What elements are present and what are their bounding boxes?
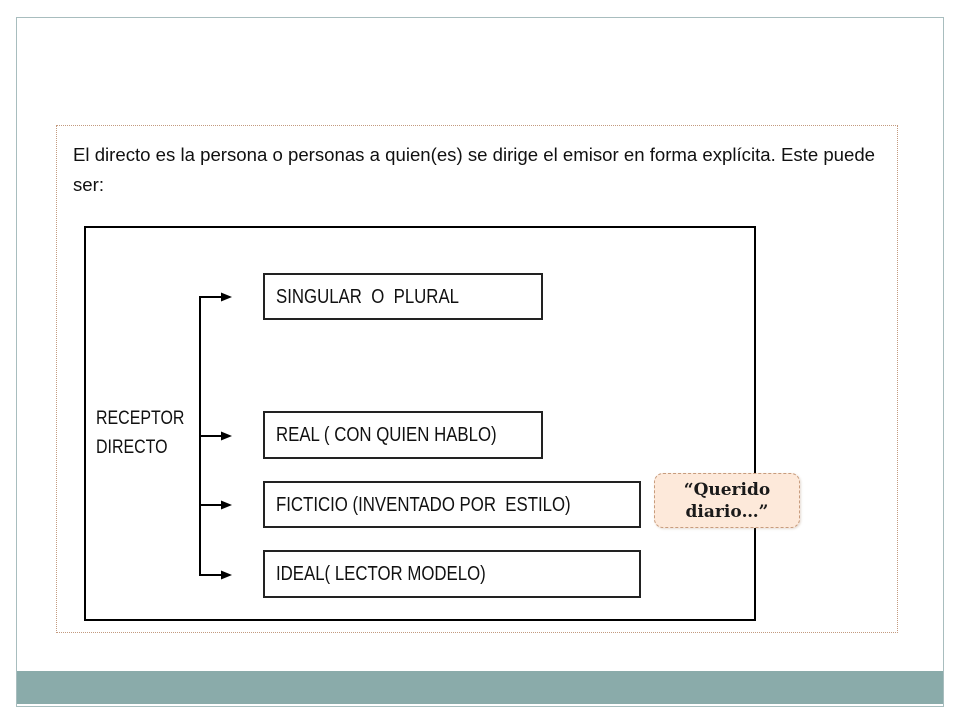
branch-box-ideal: IDEAL( LECTOR MODELO) (263, 550, 641, 598)
callout-note: “Querido diario…” (654, 473, 800, 528)
root-label-line-1: RECEPTOR (96, 408, 185, 429)
branch-label: FICTICIO (INVENTADO POR ESTILO) (276, 493, 571, 516)
branch-label: REAL ( CON QUIEN HABLO) (276, 424, 497, 446)
intro-text-line-2: ser: (73, 174, 104, 195)
branch-box-ficticio: FICTICIO (INVENTADO POR ESTILO) (263, 481, 641, 528)
branch-box-real: REAL ( CON QUIEN HABLO) (263, 411, 543, 459)
branch-label: SINGULAR O PLURAL (276, 285, 459, 308)
callout-text: “Querido diario…” (683, 479, 771, 522)
slide-frame (16, 17, 944, 707)
intro-paragraph: El directo es la persona o personas a qu… (73, 140, 875, 200)
root-label-line-2: DIRECTO (96, 437, 168, 458)
branch-box-singular-plural: SINGULAR O PLURAL (263, 273, 543, 320)
content-panel (56, 125, 898, 633)
footer-bar (17, 671, 943, 704)
branch-label: IDEAL( LECTOR MODELO) (276, 563, 486, 585)
diagram-frame (84, 226, 756, 621)
intro-text-line-1: El directo es la persona o personas a qu… (73, 144, 876, 165)
root-node-label: RECEPTOR DIRECTO (96, 404, 184, 462)
